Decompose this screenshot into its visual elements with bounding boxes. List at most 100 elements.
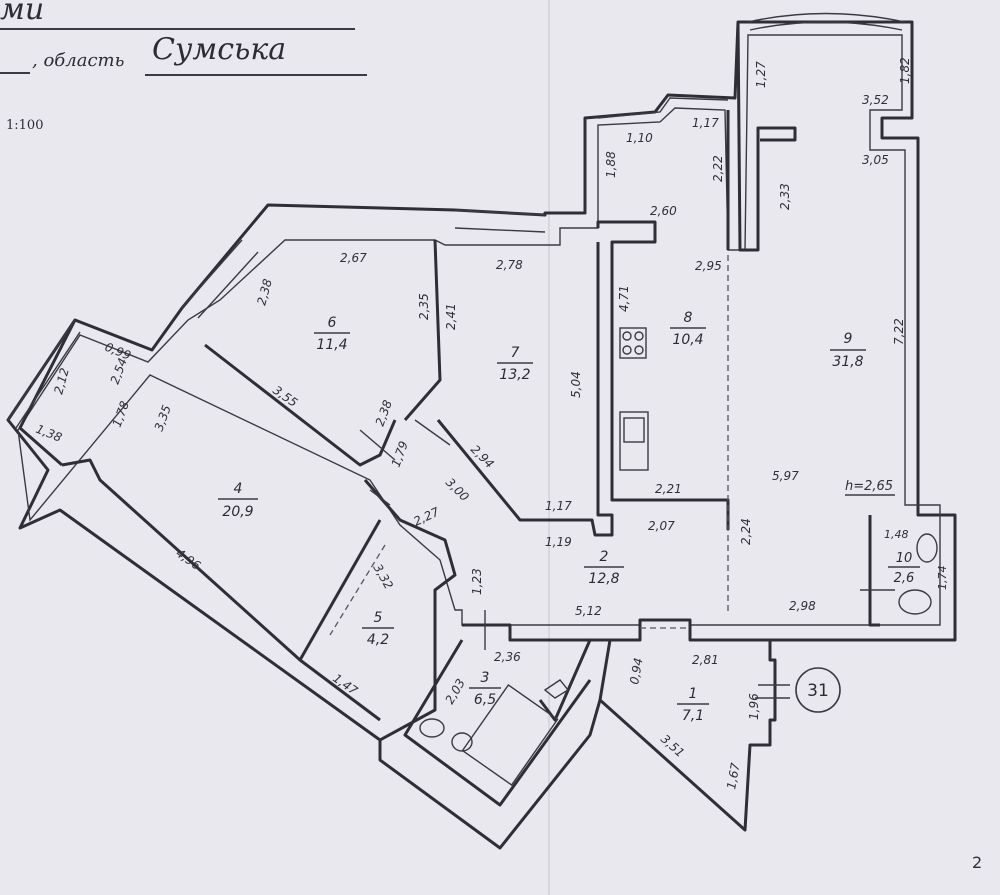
dimension: 1,38 bbox=[34, 422, 64, 445]
room-label-4: 4 20,9 bbox=[218, 481, 258, 520]
window-balcony bbox=[7, 319, 81, 429]
dimension: 2,95 bbox=[695, 259, 722, 273]
door-mark-4 bbox=[755, 684, 790, 699]
wall-room6-south bbox=[204, 343, 397, 467]
room-number: 10 bbox=[896, 551, 913, 566]
wall-bathroom-east bbox=[538, 639, 592, 722]
bathtub-icon bbox=[461, 684, 559, 786]
dimension: 2,38 bbox=[373, 398, 395, 428]
dimension: 1,19 bbox=[545, 535, 572, 549]
room-label-1: 1 7,1 bbox=[677, 686, 709, 724]
dimension: 1,88 bbox=[604, 151, 618, 178]
dimension: 0,94 bbox=[627, 657, 645, 686]
dimension: 2,22 bbox=[711, 155, 725, 182]
flat-number: 31 bbox=[807, 681, 829, 701]
dimension: 3,52 bbox=[862, 93, 889, 107]
dimension: 1,17 bbox=[545, 499, 572, 513]
stove-burner-4 bbox=[634, 345, 644, 355]
page-number: 2 bbox=[972, 853, 982, 872]
flat-number-circle bbox=[795, 667, 841, 713]
toilet-icon bbox=[419, 718, 445, 738]
dimension: 2,98 bbox=[789, 599, 816, 613]
dimension: 1,78 bbox=[110, 399, 132, 429]
room-number: 9 bbox=[844, 331, 853, 347]
room-label-5: 5 4,2 bbox=[362, 610, 394, 648]
dimension: 1,74 bbox=[936, 566, 949, 591]
dimension: 2,67 bbox=[340, 251, 367, 265]
room-area: 7,1 bbox=[682, 708, 704, 724]
room-number: 6 bbox=[328, 315, 337, 331]
wall-room7-west bbox=[403, 239, 442, 421]
dimension: 2,94 bbox=[468, 442, 497, 471]
dimension: 1,82 bbox=[898, 57, 912, 84]
dimension: 2,78 bbox=[496, 258, 523, 272]
dimension: 1,23 bbox=[470, 568, 484, 595]
room-number: 5 bbox=[374, 610, 383, 626]
room-label-7: 7 13,2 bbox=[497, 345, 533, 383]
dimension: 3,35 bbox=[152, 403, 174, 433]
wc-washbasin-icon bbox=[898, 589, 932, 615]
dimension: 2,41 bbox=[444, 303, 458, 330]
dimension: 2,36 bbox=[494, 650, 521, 664]
wall-room4-west bbox=[61, 458, 302, 662]
room-number: 3 bbox=[481, 670, 490, 686]
dimension: 2,12 bbox=[51, 366, 71, 395]
dimension: 1,48 bbox=[884, 528, 909, 541]
dimension: 1,96 bbox=[747, 693, 761, 720]
room-area: 10,4 bbox=[672, 332, 703, 348]
dimension: 3,00 bbox=[443, 475, 472, 504]
dimension: 1,17 bbox=[692, 116, 719, 130]
paper-fold bbox=[548, 0, 550, 895]
wall-room4-east bbox=[363, 479, 457, 742]
dimension: 2,07 bbox=[648, 519, 675, 533]
room-label-6: 6 11,4 bbox=[314, 315, 350, 353]
window-room8 bbox=[597, 97, 729, 119]
dimension: 2,21 bbox=[655, 482, 682, 496]
room-label-8: 8 10,4 bbox=[670, 310, 706, 348]
header-title-fragment: ми bbox=[0, 0, 45, 27]
room-number: 1 bbox=[689, 686, 698, 702]
wall-corridor-north bbox=[436, 242, 614, 537]
scale-label: 1:100 bbox=[6, 118, 44, 133]
window-room9-inner bbox=[749, 21, 903, 31]
region-value: Сумська bbox=[152, 32, 287, 67]
dimension: 2,24 bbox=[739, 518, 753, 545]
room-number: 2 bbox=[600, 549, 609, 565]
dimension: 1,10 bbox=[626, 131, 653, 145]
room-label-10: 10 2,6 bbox=[888, 551, 920, 586]
wall-kitchen-west bbox=[596, 220, 730, 530]
stove-burner-3 bbox=[622, 345, 632, 355]
outer-wall-inner bbox=[17, 34, 941, 626]
wall-room9-west bbox=[736, 21, 797, 252]
stove-icon bbox=[619, 327, 647, 359]
room-area: 31,8 bbox=[832, 354, 863, 370]
dimension: 2,35 bbox=[417, 293, 431, 320]
wall-bathroom-north bbox=[462, 618, 770, 642]
dimension: 2,33 bbox=[778, 183, 792, 210]
stove-burner-2 bbox=[634, 331, 644, 341]
window-room7 bbox=[454, 209, 546, 233]
dimension: 2,81 bbox=[692, 653, 719, 667]
dimension: 5,12 bbox=[575, 604, 602, 618]
room-area: 12,8 bbox=[588, 571, 619, 587]
wc-toilet-icon bbox=[916, 533, 938, 563]
outer-wall bbox=[6, 20, 957, 850]
dimension: 5,97 bbox=[772, 469, 799, 483]
room-label-3: 3 6,5 bbox=[469, 670, 501, 708]
dimension: 3,32 bbox=[370, 562, 395, 592]
dimension: 2,38 bbox=[254, 277, 275, 307]
room-area: 2,6 bbox=[894, 571, 915, 586]
dimension: 3,05 bbox=[862, 153, 889, 167]
room-number: 8 bbox=[684, 310, 693, 326]
shower-icon bbox=[543, 679, 570, 699]
dimension: 2,03 bbox=[442, 676, 467, 706]
dimension: 7,22 bbox=[892, 318, 906, 345]
dimension: 1,27 bbox=[754, 61, 768, 88]
region-label: , область bbox=[32, 50, 125, 71]
wall-wc bbox=[868, 515, 880, 627]
room-area: 4,2 bbox=[367, 632, 389, 648]
dimension: 1,67 bbox=[724, 761, 742, 790]
door-mark-1 bbox=[359, 429, 396, 506]
room-label-2: 2 12,8 bbox=[584, 549, 624, 587]
dimension: 1,79 bbox=[389, 439, 411, 469]
